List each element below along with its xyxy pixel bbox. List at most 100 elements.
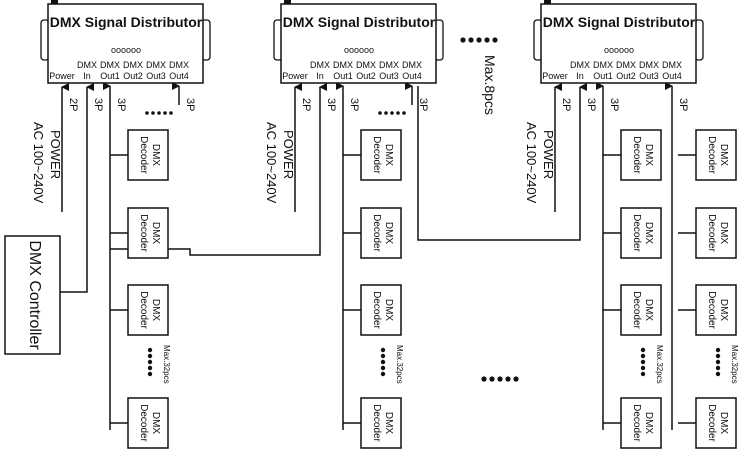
voltage-label: AC 100~240V (524, 122, 539, 204)
pin-count-label: 3P (585, 98, 597, 111)
continuation-dot (151, 111, 155, 115)
distributor-more-dots (460, 37, 498, 43)
continuation-dot (513, 376, 519, 382)
continuation-dot (147, 365, 153, 371)
continuation-dot (484, 37, 490, 43)
continuation-dot (169, 111, 173, 115)
decoder-label: DMX (150, 412, 161, 435)
continuation-dot (147, 353, 153, 359)
decoder-max-label: Max.32pcs (730, 345, 739, 384)
port-label: Power (542, 71, 568, 81)
port-label: DMX (402, 60, 422, 70)
continuation-dot (380, 353, 386, 359)
continuation-dots (378, 111, 406, 115)
port-label: DMX (616, 60, 636, 70)
signal-distributor: DMX Signal DistributorooooooPowerDMXInDM… (533, 0, 704, 84)
continuation-dots (145, 111, 173, 115)
port-label: Out2 (616, 71, 636, 81)
continuation-dot (378, 111, 382, 115)
led-indicators: oooooo (111, 45, 141, 55)
continuation-dot (489, 376, 495, 382)
led-indicators: oooooo (344, 45, 374, 55)
voltage-label: AC 100~240V (31, 122, 46, 204)
continuation-dot (157, 111, 161, 115)
decoder-more-dots (147, 347, 153, 377)
continuation-dot (715, 347, 721, 353)
decoder-label: DMX (383, 299, 394, 322)
continuation-dot (715, 371, 721, 377)
signal-distributor: DMX Signal DistributorooooooPowerDMXInDM… (273, 0, 444, 84)
port-label: DMX (379, 60, 399, 70)
controller-label: DMX Controller (26, 240, 43, 350)
pin-count-label: 3P (677, 98, 689, 111)
decoder-label: Decoder (138, 404, 149, 442)
decoder-box (127, 129, 169, 181)
decoder-box (360, 397, 402, 449)
top-connector (284, 0, 291, 5)
pin-count-label: 3P (184, 98, 196, 111)
port-label: DMX (100, 60, 120, 70)
continuation-dot (715, 359, 721, 365)
decoder-more-dots (640, 347, 646, 377)
port-label: Out1 (593, 71, 613, 81)
decoder-box (695, 284, 737, 336)
decoder-label: DMX (643, 412, 654, 435)
continuation-dot (145, 111, 149, 115)
continuation-dot (640, 353, 646, 359)
controller-box (4, 235, 61, 355)
port-label: DMX (593, 60, 613, 70)
port-label: Power (49, 71, 75, 81)
continuation-dot (402, 111, 406, 115)
decoder-box (127, 207, 169, 259)
power-label: POWER (48, 130, 63, 179)
continuation-dot (715, 365, 721, 371)
pin-count-label: 3P (92, 98, 104, 111)
distributor-max-label: Max.8pcs (482, 55, 498, 115)
port-label: Out3 (146, 71, 166, 81)
continuation-dot (476, 37, 482, 43)
pin-count-label: 3P (348, 98, 360, 111)
top-connector (544, 0, 551, 5)
decoder-box (360, 284, 402, 336)
decoder-label: DMX (383, 222, 394, 245)
decoder-more-dots (380, 347, 386, 377)
decoder-label: Decoder (371, 291, 382, 329)
decoder-box (620, 397, 662, 449)
decoder-max-label: Max.32pcs (395, 345, 404, 384)
port-label: DMX (662, 60, 682, 70)
port-label: DMX (639, 60, 659, 70)
decoder-label: Decoder (631, 404, 642, 442)
continuation-dot (147, 347, 153, 353)
distributor-body (280, 3, 437, 84)
port-label: Out4 (169, 71, 189, 81)
dmx-controller: DMX Controller (4, 235, 61, 355)
continuation-dot (640, 347, 646, 353)
decoder-box (360, 207, 402, 259)
port-label: DMX (333, 60, 353, 70)
decoder-box (127, 397, 169, 449)
decoder-box (620, 129, 662, 181)
distributors: DMX Signal DistributorooooooPowerDMXInDM… (40, 0, 704, 84)
port-label: DMX (77, 60, 97, 70)
continuation-dot (380, 359, 386, 365)
port-label: Power (282, 71, 308, 81)
pin-count-label: 2P (67, 98, 79, 111)
decoder-label: Decoder (371, 136, 382, 174)
distributor-body (540, 3, 697, 84)
decoder-label: DMX (718, 299, 729, 322)
controller-wire (60, 83, 94, 293)
continuation-dot (147, 371, 153, 377)
decoder-label: Decoder (371, 214, 382, 252)
decoder-label: Decoder (706, 404, 717, 442)
decoder-box (695, 129, 737, 181)
